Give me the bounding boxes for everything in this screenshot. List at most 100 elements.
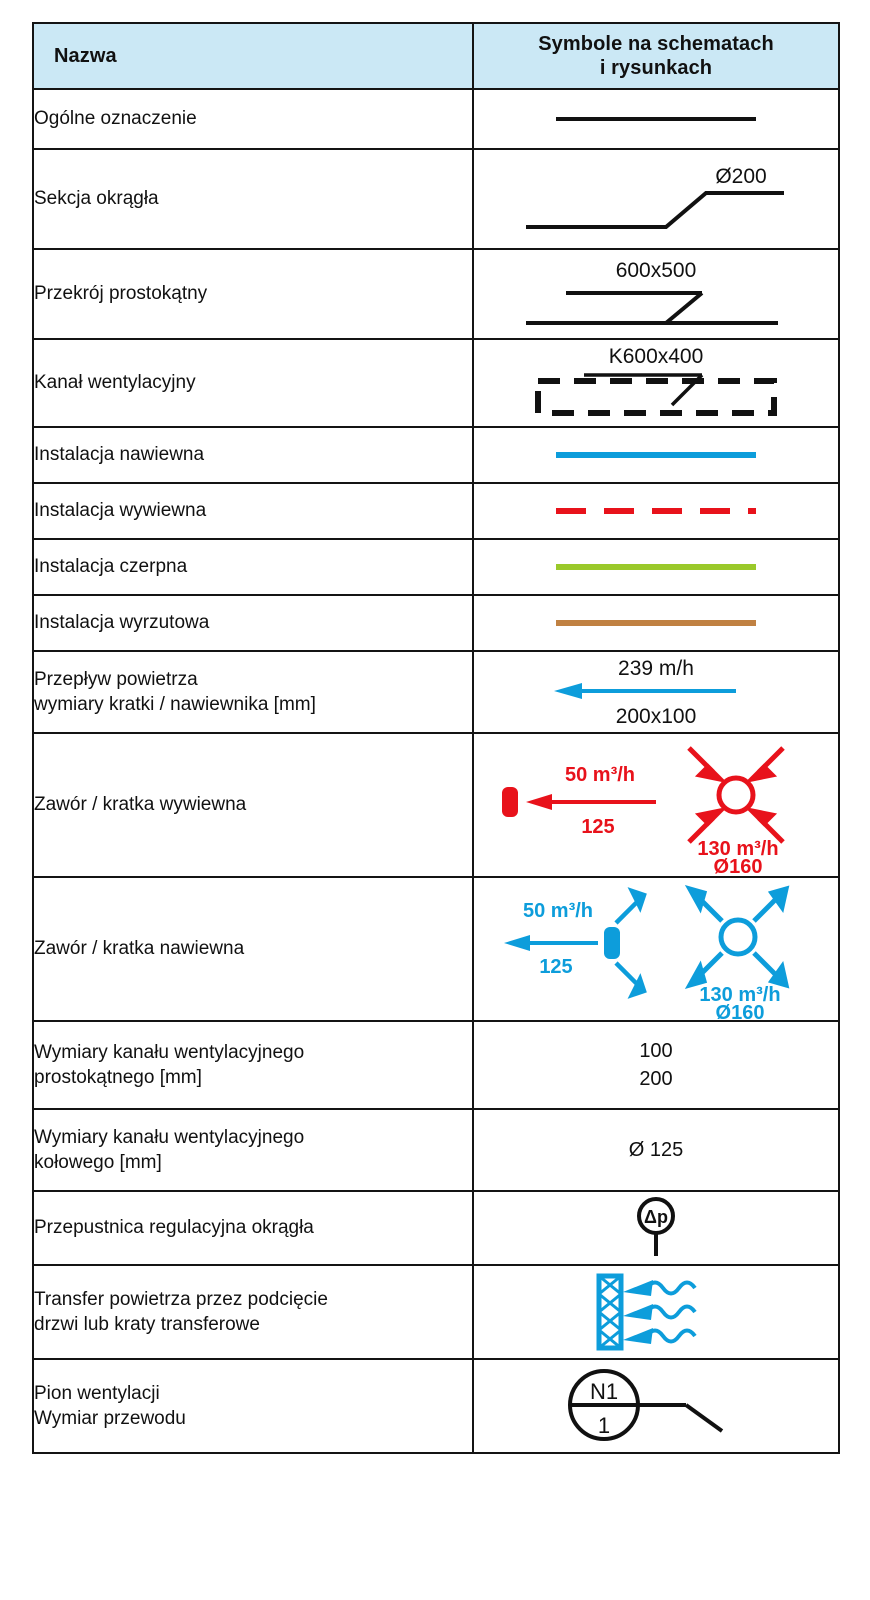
row-symbol: 50 m³/h 125 bbox=[472, 732, 840, 878]
row-symbol: K600x400 bbox=[472, 338, 840, 428]
row-symbol bbox=[472, 88, 840, 150]
riser-bottom-label: 1 bbox=[598, 1413, 610, 1438]
row-label: Sekcja okrągła bbox=[32, 148, 474, 250]
row-symbol: 50 m³/h 125 bbox=[472, 876, 840, 1022]
row-label: Przekrój prostokątny bbox=[32, 248, 474, 340]
airflow-rate-label: 239 m/h bbox=[618, 657, 694, 680]
row-label: Przepływ powietrza wymiary kratki / nawi… bbox=[32, 650, 474, 734]
row-symbol: 100 200 bbox=[472, 1020, 840, 1110]
airflow-arrow-icon: 239 m/h 200x100 bbox=[554, 657, 736, 728]
row-label: Instalacja wyrzutowa bbox=[32, 594, 474, 652]
row-symbol bbox=[472, 482, 840, 540]
table-row: Instalacja nawiewna bbox=[32, 426, 840, 484]
row-label-line1: Ogólne oznaczenie bbox=[34, 108, 197, 130]
row-label: Wymiary kanału wentylacyjnego prostokątn… bbox=[32, 1020, 474, 1110]
row-label-line1: Transfer powietrza przez podcięcie bbox=[34, 1288, 328, 1310]
airflow-size-label: 200x100 bbox=[616, 705, 697, 728]
row-label-line1: Zawór / kratka nawiewna bbox=[34, 938, 245, 960]
table-row: Wymiary kanału wentylacyjnego prostokątn… bbox=[32, 1020, 840, 1110]
air-transfer-grille-icon bbox=[596, 1273, 697, 1351]
rect-section-icon: 600x500 bbox=[526, 259, 778, 325]
ventilation-symbols-table: Nazwa Symbole na schematach i rysunkach … bbox=[32, 22, 840, 1454]
intake-line-icon bbox=[556, 564, 756, 570]
exhaust-valve-flow-label: 130 m³/h bbox=[697, 838, 778, 860]
exhaust-duct-size-label: 125 bbox=[581, 816, 614, 838]
row-symbol: Ø 125 bbox=[472, 1108, 840, 1192]
rect-section-size-label: 600x500 bbox=[616, 259, 697, 282]
table-row: Przekrój prostokątny 600x500 bbox=[32, 248, 840, 340]
row-symbol bbox=[472, 594, 840, 652]
row-symbol: N1 1 bbox=[472, 1358, 840, 1454]
row-label-line1: Instalacja wyrzutowa bbox=[34, 612, 210, 634]
row-label-line1: Sekcja okrągła bbox=[34, 188, 159, 210]
table-row: Zawór / kratka wywiewna 50 m³/h 125 bbox=[32, 732, 840, 878]
exhaust-line-icon bbox=[556, 508, 756, 514]
row-label-line1: Instalacja nawiewna bbox=[34, 444, 205, 466]
row-label-line1: Instalacja czerpna bbox=[34, 556, 188, 578]
row-symbol bbox=[472, 538, 840, 596]
row-label-line1: Przepustnica regulacyjna okrągła bbox=[34, 1217, 314, 1239]
exhaust-valve-icon: 50 m³/h 125 bbox=[502, 746, 785, 875]
ventilation-channel-icon: K600x400 bbox=[535, 345, 777, 416]
table-row: Transfer powietrza przez podcięcie drzwi… bbox=[32, 1264, 840, 1360]
header-row: Nazwa Symbole na schematach i rysunkach bbox=[32, 22, 840, 90]
supply-valve-icon: 50 m³/h 125 bbox=[504, 884, 790, 1019]
row-label: Instalacja wywiewna bbox=[32, 482, 474, 540]
discharge-line-icon bbox=[556, 620, 756, 626]
table-row: Ogólne oznaczenie bbox=[32, 88, 840, 150]
rect-duct-dimensions: 100 200 bbox=[639, 1037, 672, 1094]
supply-line-icon bbox=[556, 452, 756, 458]
row-symbol: 600x500 bbox=[472, 248, 840, 340]
row-symbol: 239 m/h 200x100 bbox=[472, 650, 840, 734]
table-row: Instalacja wywiewna bbox=[32, 482, 840, 540]
column-header-symbols-line2: i rysunkach bbox=[599, 57, 713, 79]
row-label: Zawór / kratka wywiewna bbox=[32, 732, 474, 878]
ventilation-riser-icon: N1 1 bbox=[568, 1369, 724, 1441]
row-label-line2: kołowego [mm] bbox=[34, 1152, 162, 1173]
table-header: Nazwa Symbole na schematach i rysunkach bbox=[32, 22, 840, 90]
column-header-symbols: Symbole na schematach i rysunkach bbox=[472, 22, 840, 90]
column-header-symbols-line1: Symbole na schematach bbox=[538, 32, 774, 55]
row-label: Transfer powietrza przez podcięcie drzwi… bbox=[32, 1264, 474, 1360]
rect-duct-dimension-line1: 100 bbox=[639, 1039, 673, 1062]
supply-valve-size-label: Ø160 bbox=[716, 1002, 765, 1019]
row-label: Instalacja nawiewna bbox=[32, 426, 474, 484]
row-label: Przepustnica regulacyjna okrągła bbox=[32, 1190, 474, 1266]
supply-valve-flow-label: 130 m³/h bbox=[699, 984, 780, 1006]
general-duct-line-icon bbox=[556, 117, 756, 121]
table-row: Kanał wentylacyjny K600x400 bbox=[32, 338, 840, 428]
table-row: Instalacja czerpna bbox=[32, 538, 840, 596]
round-section-icon: Ø200 bbox=[526, 165, 784, 229]
row-label: Kanał wentylacyjny bbox=[32, 338, 474, 428]
row-label-line1: Przekrój prostokątny bbox=[34, 283, 208, 305]
row-label-line2: prostokątnego [mm] bbox=[34, 1067, 202, 1088]
rect-duct-dimension-line2: 200 bbox=[639, 1068, 673, 1090]
row-label: Zawór / kratka nawiewna bbox=[32, 876, 474, 1022]
exhaust-valve-size-label: Ø160 bbox=[714, 856, 763, 875]
row-label-line1: Zawór / kratka wywiewna bbox=[34, 794, 247, 816]
row-symbol: Δp bbox=[472, 1190, 840, 1266]
row-label-line1: Instalacja wywiewna bbox=[34, 500, 207, 522]
table-row: Zawór / kratka nawiewna bbox=[32, 876, 840, 1022]
table-body: Ogólne oznaczenie Sekcja okrągła bbox=[32, 88, 840, 1454]
supply-duct-flow-label: 50 m³/h bbox=[523, 900, 593, 922]
exhaust-duct-flow-label: 50 m³/h bbox=[565, 764, 635, 786]
round-duct-dimension: Ø 125 bbox=[628, 1138, 684, 1161]
row-label: Wymiary kanału wentylacyjnego kołowego [… bbox=[32, 1108, 474, 1192]
row-label-line1: Kanał wentylacyjny bbox=[34, 372, 196, 394]
round-section-size-label: Ø200 bbox=[715, 165, 766, 188]
row-symbol: Ø200 bbox=[472, 148, 840, 250]
row-label-line1: Pion wentylacji bbox=[34, 1382, 160, 1404]
row-label-line1: Przepływ powietrza bbox=[34, 668, 198, 690]
table-row: Sekcja okrągła Ø200 bbox=[32, 148, 840, 250]
supply-duct-size-label: 125 bbox=[539, 956, 572, 978]
table-row: Pion wentylacji Wymiar przewodu N1 1 bbox=[32, 1358, 840, 1454]
damper-mark-label: Δp bbox=[644, 1207, 668, 1227]
row-label-line2: Wymiar przewodu bbox=[34, 1408, 186, 1429]
channel-size-label: K600x400 bbox=[609, 345, 704, 368]
column-header-name: Nazwa bbox=[32, 22, 474, 90]
row-label-line1: Wymiary kanału wentylacyjnego bbox=[34, 1126, 305, 1148]
row-symbol bbox=[472, 1264, 840, 1360]
table-row: Wymiary kanału wentylacyjnego kołowego [… bbox=[32, 1108, 840, 1192]
